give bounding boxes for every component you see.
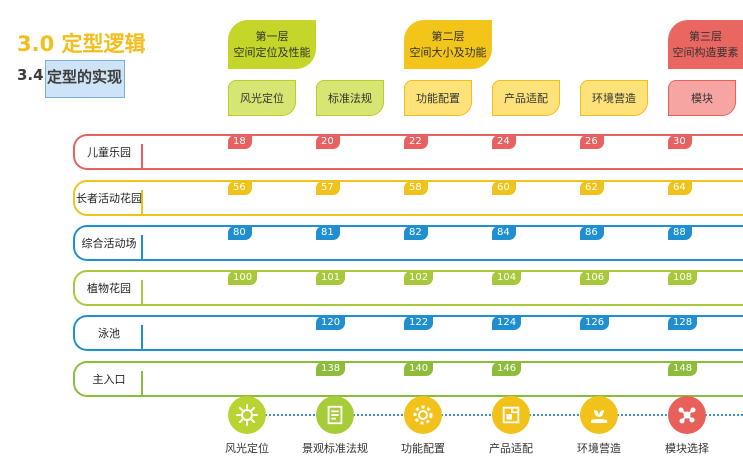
layer-1-tag: 第一层 空间定位及性能	[228, 20, 316, 69]
gear-icon	[404, 396, 442, 434]
subsection-number: 3.4	[17, 66, 44, 84]
document-icon	[316, 396, 354, 434]
row-divider	[141, 144, 143, 170]
page-number-tag: 102	[404, 271, 434, 285]
layer-3-tag: 第三层 空间构造要素	[668, 20, 743, 69]
row-label: 综合活动场	[81, 237, 137, 250]
page-number-tag: 22	[404, 135, 428, 149]
row-divider	[141, 325, 143, 351]
layer-2-tag: 第二层 空间大小及功能	[404, 20, 492, 69]
sun-icon	[228, 396, 266, 434]
page-number-tag: 100	[228, 271, 258, 285]
page-number-tag: 108	[668, 271, 698, 285]
puzzle-box-icon	[492, 396, 530, 434]
page-number-tag: 104	[492, 271, 522, 285]
page-number-tag: 101	[316, 271, 346, 285]
page-number-tag: 146	[492, 362, 522, 376]
section-title: 3.0 定型逻辑	[17, 32, 146, 56]
category-tag: 环境营造	[580, 80, 648, 116]
row-label: 植物花园	[87, 282, 131, 295]
row-divider	[141, 280, 143, 306]
page-number-tag: 81	[316, 226, 340, 240]
layer-1-title: 第一层	[255, 29, 289, 43]
category-tag: 标准法规	[316, 80, 384, 116]
page-number-tag: 26	[580, 135, 604, 149]
page-number-tag: 124	[492, 316, 522, 330]
page-number-tag: 80	[228, 226, 252, 240]
layer-3-title: 第三层	[689, 29, 722, 43]
bottom-label: 模块选择	[665, 442, 709, 455]
category-tag: 产品适配	[492, 80, 560, 116]
layer-1-subtitle: 空间定位及性能	[233, 45, 311, 59]
text-selection-highlight[interactable]	[45, 60, 125, 98]
page-number-tag: 126	[580, 316, 610, 330]
row-divider	[141, 371, 143, 397]
page-number-tag: 60	[492, 181, 516, 195]
page-number-tag: 86	[580, 226, 604, 240]
page-number-tag: 30	[668, 135, 692, 149]
category-tag: 风光定位	[228, 80, 296, 116]
page-number-tag: 88	[668, 226, 692, 240]
subsection-title[interactable]: 定型的实现	[47, 68, 123, 86]
page-number-tag: 128	[668, 316, 698, 330]
row-divider	[141, 190, 143, 216]
page-number-tag: 82	[404, 226, 428, 240]
page-number-tag: 56	[228, 181, 252, 195]
page-number-tag: 120	[316, 316, 346, 330]
page-number-tag: 148	[668, 362, 698, 376]
hand-plant-icon	[580, 396, 618, 434]
row-label: 儿童乐园	[87, 146, 131, 159]
layer-3-subtitle: 空间构造要素	[672, 45, 739, 59]
bottom-label: 景观标准法规	[302, 442, 368, 455]
page-number-tag: 64	[668, 181, 692, 195]
page-number-tag: 138	[316, 362, 346, 376]
molecule-icon	[668, 396, 706, 434]
bottom-label: 风光定位	[225, 442, 269, 455]
bottom-label: 环境营造	[577, 442, 621, 455]
page-number-tag: 18	[228, 135, 252, 149]
bottom-label: 产品适配	[489, 442, 533, 455]
page-number-tag: 58	[404, 181, 428, 195]
page-number-tag: 20	[316, 135, 340, 149]
category-tag: 功能配置	[404, 80, 472, 116]
row-label: 长者活动花园	[76, 192, 142, 205]
page-number-tag: 57	[316, 181, 340, 195]
layer-2-subtitle: 空间大小及功能	[409, 45, 487, 59]
row-divider	[141, 235, 143, 261]
layer-2-title: 第二层	[431, 29, 465, 43]
row-label: 主入口	[92, 373, 126, 386]
row-label: 泳池	[98, 327, 120, 340]
page-number-tag: 140	[404, 362, 434, 376]
page-number-tag: 24	[492, 135, 516, 149]
page-number-tag: 122	[404, 316, 434, 330]
bottom-label: 功能配置	[401, 442, 445, 455]
page-number-tag: 84	[492, 226, 516, 240]
category-tag: 模块	[668, 80, 736, 116]
page-number-tag: 62	[580, 181, 604, 195]
page-number-tag: 106	[580, 271, 610, 285]
